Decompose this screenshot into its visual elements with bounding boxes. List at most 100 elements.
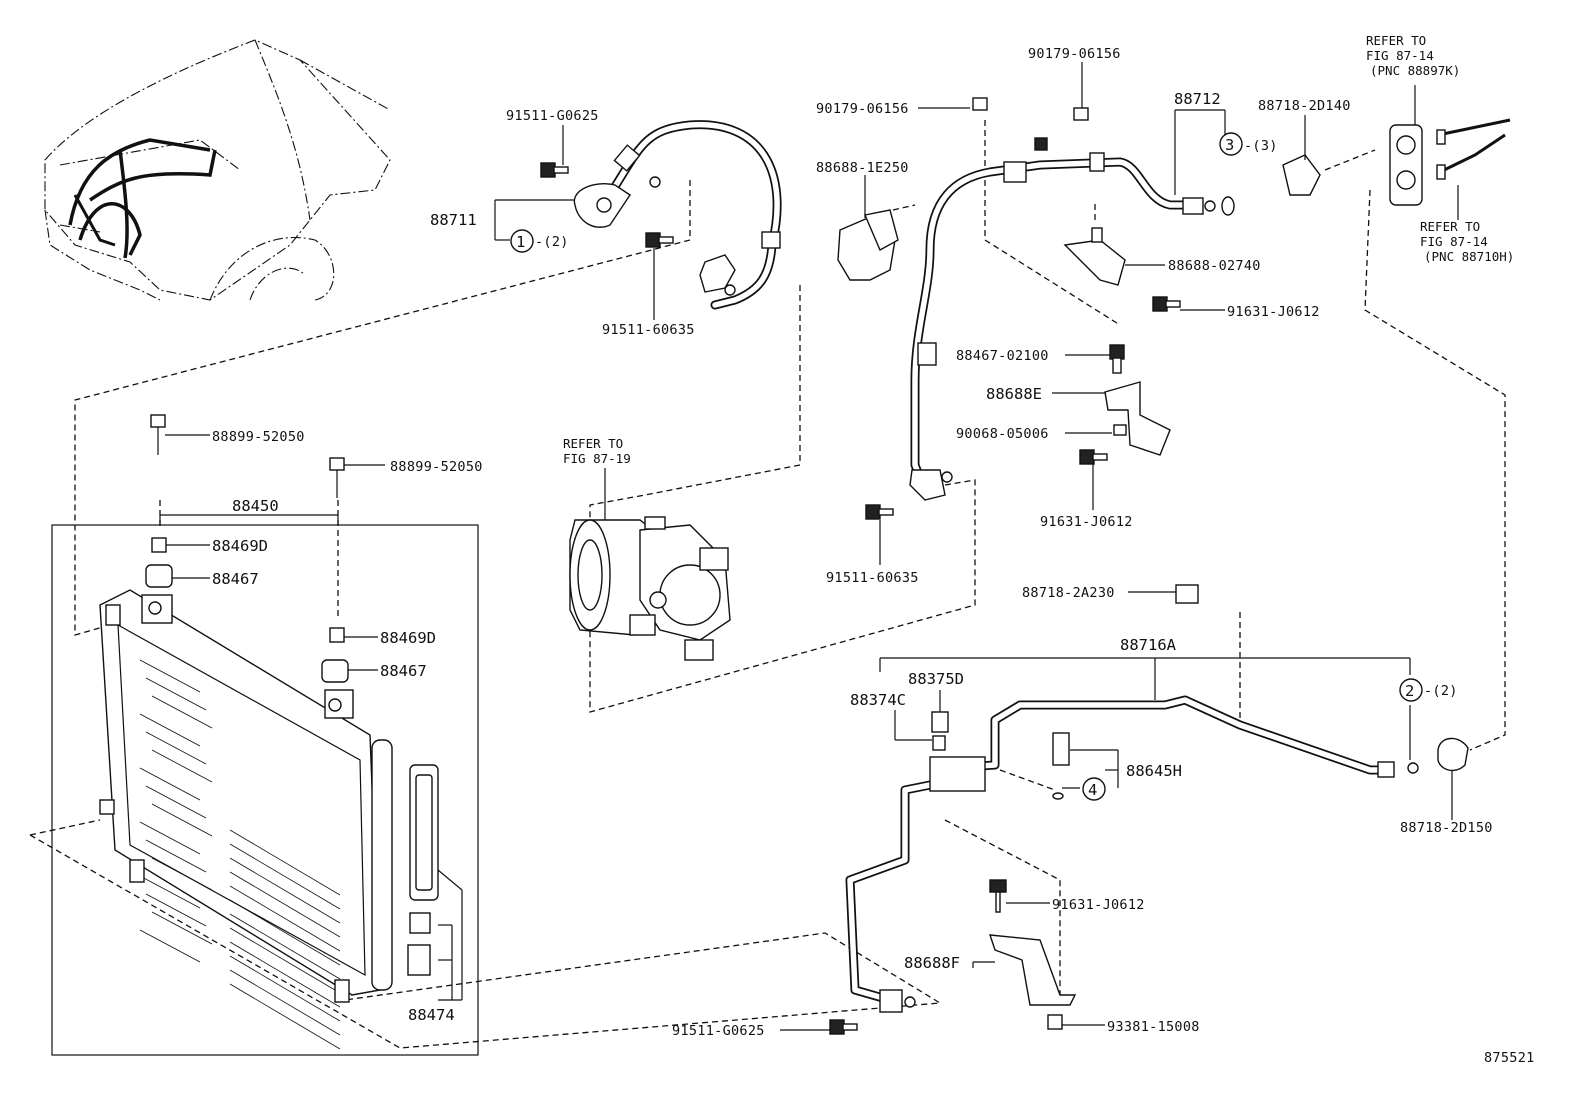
condenser-fin (229, 913, 341, 980)
condenser-fin (229, 857, 341, 924)
callout-2-number: 2 (1405, 682, 1414, 700)
car-outline-illustration (44, 39, 391, 301)
callout-2: 2 -(2) (1399, 678, 1458, 702)
callout-3: 3 -(3) (1219, 132, 1278, 156)
discharge-hose-88711 (573, 120, 782, 310)
condenser-fin (229, 899, 341, 966)
part-labels: 91511-G0625 88711 91511-60635 90179-0615… (212, 33, 1535, 1066)
condenser-fin (139, 929, 201, 963)
condenser-fin (139, 659, 201, 693)
condenser-fin (145, 677, 207, 711)
label-88899-52050-b: 88899-52050 (390, 459, 483, 475)
condenser-fin (229, 843, 341, 910)
condenser-fin (139, 713, 201, 747)
valve-and-switch (931, 711, 1070, 800)
label-90179-06156-b: 90179-06156 (1028, 46, 1121, 62)
refer-right-line2: FIG 87-14 (1420, 234, 1488, 249)
figure-number: 875521 (1484, 1050, 1535, 1066)
label-91631-j0612-c: 91631-J0612 (1052, 897, 1145, 913)
fittings-right (1175, 118, 1511, 772)
compressor (569, 516, 731, 661)
condenser-bolts (145, 414, 349, 683)
callout-3-number: 3 (1225, 136, 1234, 154)
label-88718-2d150: 88718-2D150 (1400, 820, 1493, 836)
callout-3-qty: -(3) (1244, 138, 1278, 154)
label-88375d: 88375D (908, 670, 964, 688)
condenser-fin (229, 829, 341, 896)
label-88688f: 88688F (904, 954, 960, 972)
bracket-88688-1e250 (837, 209, 899, 281)
callout-4: 4 (1082, 777, 1106, 801)
refer-right-line3: (PNC 88710H) (1424, 249, 1514, 264)
condenser-fin (151, 749, 213, 783)
label-88469d-a: 88469D (212, 537, 268, 555)
condenser-fin (145, 893, 207, 927)
bracket-88688-02740 (1063, 227, 1126, 286)
condenser-fin (151, 803, 213, 837)
refer-right-line1: REFER TO (1420, 219, 1480, 234)
suction-pipe-88712 (909, 152, 1235, 501)
label-91631-j0612-b: 91631-J0612 (1040, 514, 1133, 530)
leader-lines (159, 62, 1459, 1031)
assembly-dashed-lines (29, 120, 1506, 1049)
condenser-fin (229, 969, 341, 1036)
label-88688-1e250: 88688-1E250 (816, 160, 909, 176)
refer-top-line1: REFER TO (1366, 33, 1426, 48)
label-88467-02100: 88467-02100 (956, 348, 1049, 364)
condenser-fin (229, 983, 341, 1050)
label-88450: 88450 (232, 497, 279, 515)
condenser-fin (145, 731, 207, 765)
condenser-fin (139, 875, 201, 909)
condenser-fin (229, 941, 341, 1008)
bracket-88688f (988, 879, 1077, 1030)
condenser-fin (151, 857, 213, 891)
label-88712: 88712 (1174, 90, 1221, 108)
label-88467-a: 88467 (212, 570, 259, 588)
label-90068-05006: 90068-05006 (956, 426, 1049, 442)
label-88467-b: 88467 (380, 662, 427, 680)
callout-2-qty: -(2) (1424, 683, 1458, 699)
label-90179-06156-a: 90179-06156 (816, 101, 909, 117)
label-91631-j0612-a: 91631-J0612 (1227, 304, 1320, 320)
callout-1: 1 -(2) (510, 229, 569, 253)
refer-top-line3: (PNC 88897K) (1370, 63, 1460, 78)
condenser-fin (139, 767, 201, 801)
label-93381-15008: 93381-15008 (1107, 1019, 1200, 1035)
fasteners (540, 97, 1181, 1035)
condenser-88450 (99, 589, 393, 1050)
liquid-pipe-88716a (845, 695, 1419, 1013)
refer-compressor-line2: FIG 87-19 (563, 451, 631, 466)
callout-1-qty: -(2) (535, 234, 569, 250)
callout-4-number: 4 (1088, 781, 1097, 799)
refer-compressor-line1: REFER TO (563, 436, 623, 451)
label-91511-60635-left: 91511-60635 (602, 322, 695, 338)
label-88688e: 88688E (986, 385, 1042, 403)
label-88899-52050-a: 88899-52050 (212, 429, 305, 445)
condenser-assembly-box (51, 524, 479, 1056)
label-88474: 88474 (408, 1006, 455, 1024)
condenser-fin (229, 871, 341, 938)
condenser-fin (145, 839, 207, 873)
condenser-fin (151, 911, 213, 945)
label-88718-2d140: 88718-2D140 (1258, 98, 1351, 114)
label-88711: 88711 (430, 211, 477, 229)
callout-1-number: 1 (516, 233, 525, 251)
label-91511-g0625-bot: 91511-G0625 (672, 1023, 765, 1039)
refer-top-line2: FIG 87-14 (1366, 48, 1434, 63)
label-88688-02740: 88688-02740 (1168, 258, 1261, 274)
label-91511-60635-mid: 91511-60635 (826, 570, 919, 586)
condenser-fin (229, 955, 341, 1022)
bracket-88688e (1104, 344, 1171, 456)
label-88718-2a230: 88718-2A230 (1022, 585, 1115, 601)
receiver-drier-88474 (407, 764, 463, 1001)
condenser-fin (139, 821, 201, 855)
label-88645h: 88645H (1126, 762, 1182, 780)
label-91511-g0625-top: 91511-G0625 (506, 108, 599, 124)
condenser-fin (229, 885, 341, 952)
label-88716a: 88716A (1120, 636, 1177, 654)
condenser-fin (151, 695, 213, 729)
condenser-fin (229, 927, 341, 994)
label-88374c: 88374C (850, 691, 906, 709)
label-88469d-b: 88469D (380, 629, 436, 647)
